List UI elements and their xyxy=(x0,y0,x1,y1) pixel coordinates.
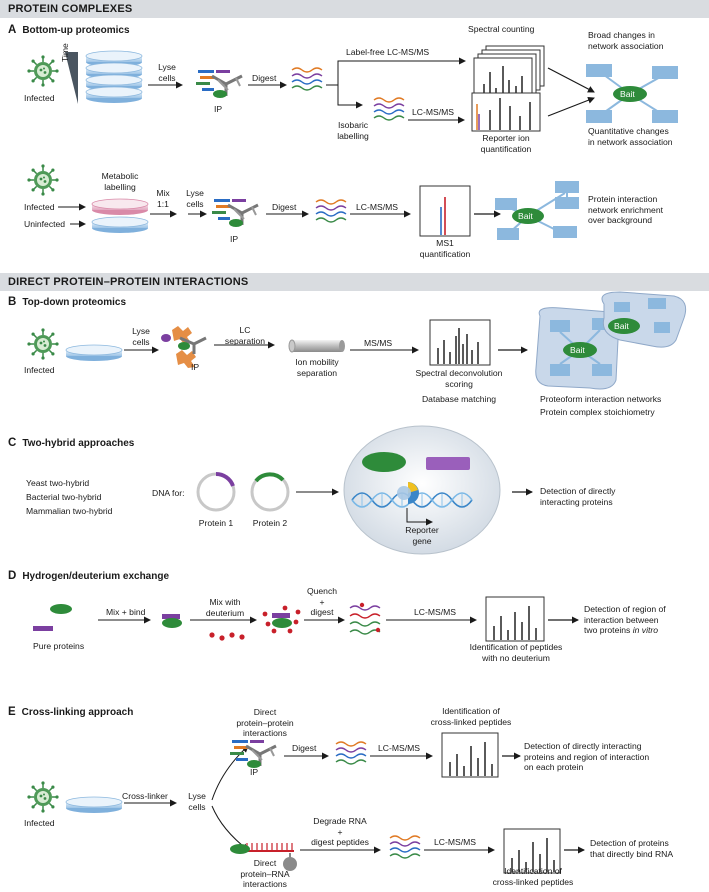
label-uninfected: Uninfected xyxy=(24,219,66,229)
label-ip-e: IP xyxy=(250,767,259,777)
label-proteoform: Proteoform interaction networks xyxy=(540,394,662,404)
label-yeast: Yeast two-hybrid xyxy=(26,478,90,488)
label-bait-a1: Bait xyxy=(620,89,635,99)
dish-stack xyxy=(85,50,143,104)
label-bait-b1: Bait xyxy=(570,345,585,355)
label-protein2: Protein 2 xyxy=(252,518,288,528)
label-bait-b2: Bait xyxy=(614,321,629,331)
label-crosslinker: Cross-linker xyxy=(122,791,168,801)
label-msms-b: MS/MS xyxy=(364,338,393,348)
label-bait-a2: Bait xyxy=(518,211,533,221)
label-digest-e: Digest xyxy=(292,743,317,753)
label-ip-b: IP xyxy=(191,362,200,372)
label-infected-a1: Infected xyxy=(24,93,55,103)
label-infected-a2: Infected xyxy=(24,202,55,212)
label-protein1: Protein 1 xyxy=(198,518,234,528)
label-lcmsms-e1: LC-MS/MS xyxy=(378,743,421,753)
label-lcmsms-e2: LC-MS/MS xyxy=(434,837,477,847)
label-bacterial: Bacterial two-hybrid xyxy=(26,492,102,502)
label-degrade-rna: Degrade RNA+digest peptides xyxy=(311,816,369,847)
header-protein-complexes: PROTEIN COMPLEXES xyxy=(0,0,709,18)
label-db-matching: Database matching xyxy=(421,394,497,404)
label-lcmsms-d: LC-MS/MS xyxy=(414,607,457,617)
label-infected-e: Infected xyxy=(24,818,55,828)
label-spectral-counting: Spectral counting xyxy=(468,24,535,34)
label-quench-digest: Quench+digest xyxy=(306,586,338,617)
label-digest-a1: Digest xyxy=(252,73,277,83)
header-direct-ppi: DIRECT PROTEIN–PROTEIN INTERACTIONS xyxy=(0,273,709,291)
label-ip-a2: IP xyxy=(230,234,239,244)
label-label-free: Label-free LC-MS/MS xyxy=(346,47,430,57)
label-time: Time xyxy=(60,43,70,62)
label-dna-for: DNA for: xyxy=(152,488,185,498)
label-mammalian: Mammalian two-hybrid xyxy=(26,506,113,516)
label-mix-bind: Mix + bind xyxy=(106,607,146,617)
label-infected-b: Infected xyxy=(24,365,55,375)
label-stoichiometry: Protein complex stoichiometry xyxy=(540,407,655,417)
label-ip-a1: IP xyxy=(214,104,223,114)
label-lcmsms-a1: LC-MS/MS xyxy=(412,107,455,117)
label-pure-proteins: Pure proteins xyxy=(33,641,85,651)
label-lcmsms-a2: LC-MS/MS xyxy=(356,202,399,212)
label-digest-a2: Digest xyxy=(272,202,297,212)
